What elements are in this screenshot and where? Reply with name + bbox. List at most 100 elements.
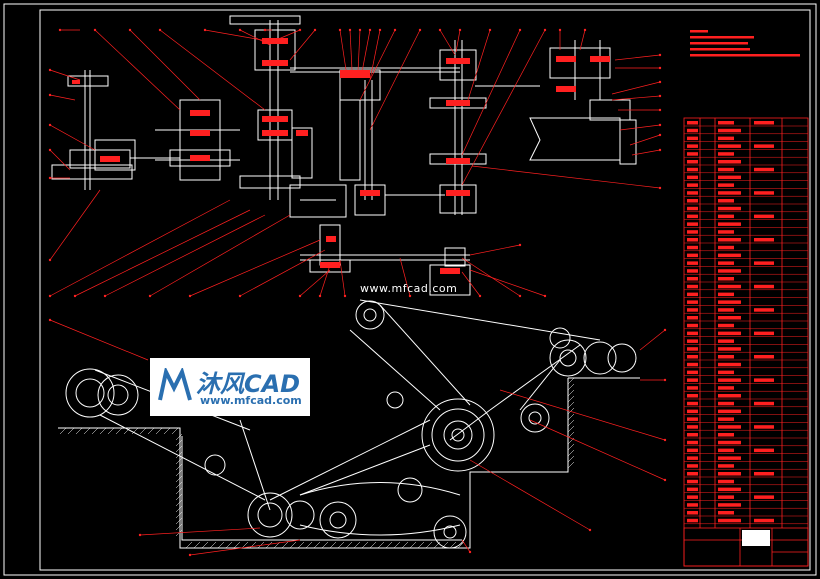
hatch-mark [409, 541, 417, 549]
leader-line [349, 29, 353, 71]
leader-line [469, 244, 521, 256]
table-entry [754, 214, 774, 219]
gear-highlight [190, 155, 210, 161]
leader-dot [518, 28, 522, 32]
hatch-mark [567, 419, 575, 427]
gear-highlight [100, 156, 120, 162]
table-entry [718, 222, 741, 226]
pulley [257, 502, 283, 528]
gear-highlight [262, 60, 288, 66]
gear-highlight [590, 56, 610, 62]
leader-dot [298, 294, 302, 298]
leader-line [361, 29, 371, 73]
hatch-mark [175, 463, 183, 471]
gear-highlight [440, 268, 460, 274]
leader-line [359, 29, 396, 101]
machine-arrangement [58, 299, 640, 549]
hatch-mark [175, 523, 183, 531]
leader-dot [458, 28, 462, 32]
hatch-mark [75, 427, 83, 435]
leader-dot [48, 93, 52, 97]
table-entry [687, 347, 698, 351]
table-entry [754, 261, 774, 265]
leader-dot [313, 28, 317, 32]
table-entry [718, 206, 741, 211]
table-entry [718, 323, 734, 328]
table-entry [687, 191, 698, 195]
table-entry [718, 331, 741, 336]
hatch-mark [369, 541, 377, 549]
hatch-mark [175, 469, 183, 477]
table-entry [718, 269, 741, 273]
table-entry [687, 136, 698, 141]
note-line [690, 36, 754, 39]
leader-line [369, 29, 421, 131]
leader-dot [588, 528, 592, 532]
table-entry [687, 316, 698, 320]
hatch-mark [175, 511, 183, 519]
table-entry [718, 495, 734, 499]
leader-dot [393, 28, 397, 32]
table-entry [718, 487, 741, 492]
table-entry [718, 214, 734, 219]
table-entry [718, 440, 741, 445]
table-entry [687, 472, 698, 476]
table-entry [754, 144, 774, 148]
hatch-mark [175, 499, 183, 507]
leader-line [461, 271, 481, 297]
leader-dot [558, 28, 562, 32]
leader-line [439, 29, 456, 56]
leader-line [339, 259, 346, 297]
table-entry [687, 362, 698, 367]
hatch-mark [193, 541, 201, 549]
hatch-mark [131, 427, 139, 435]
hatch-mark [175, 451, 183, 459]
leader-line [49, 94, 76, 101]
parts-list-table [683, 117, 809, 567]
table-entry [687, 300, 698, 304]
gear-highlight [360, 190, 380, 196]
leader-line [639, 329, 666, 351]
pulley [443, 525, 457, 539]
gear-highlight [262, 130, 288, 136]
hatch-mark [175, 445, 183, 453]
table-entry [687, 394, 698, 398]
table-entry [718, 479, 734, 484]
leader-dot [48, 258, 52, 262]
hatch-mark [449, 541, 457, 549]
table-entry [687, 386, 698, 390]
leader-line [467, 29, 491, 101]
leader-dot [658, 123, 662, 127]
leader-line [369, 29, 381, 81]
leader-dot [663, 328, 667, 332]
leader-line [49, 149, 71, 171]
hatch-mark [241, 541, 249, 549]
leader-dot [583, 28, 587, 32]
table-entry [687, 199, 698, 203]
pulley [528, 411, 542, 425]
pulley [451, 428, 465, 442]
leader-dot [658, 108, 662, 112]
pulley [355, 300, 385, 330]
pulley [443, 420, 473, 450]
hatch-mark [321, 541, 329, 549]
leader-dot [343, 294, 347, 298]
table-entry [687, 487, 698, 492]
table-entry [687, 378, 698, 382]
table-entry [718, 503, 741, 507]
hatch-mark [305, 541, 313, 549]
table-entry [687, 464, 698, 468]
table-entry [718, 245, 734, 250]
leader-line [49, 319, 149, 361]
table-entry [718, 417, 734, 421]
table-entry [754, 472, 774, 476]
table-entry [718, 518, 741, 523]
table-entry [687, 245, 698, 250]
table-entry [718, 308, 734, 312]
table-entry [687, 253, 698, 258]
watermark-logo: 沐风CAD www.mfcad.com [150, 358, 310, 416]
table-entry [718, 456, 741, 460]
table-entry [687, 355, 698, 359]
hatch-mark [567, 407, 575, 415]
table-entry [687, 425, 698, 429]
